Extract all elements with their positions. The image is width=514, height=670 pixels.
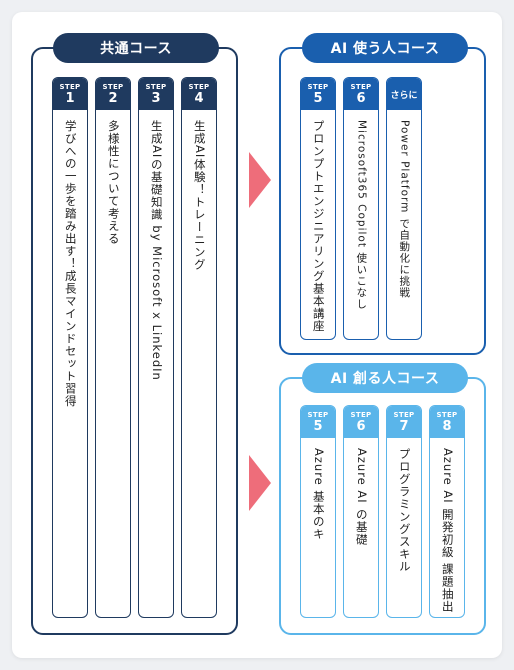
step-card-common-4: STEP 4 生成AI体験！トレーニング [181,77,217,618]
step-label: STEP [145,82,167,91]
step-label: STEP [59,82,81,91]
common-course-title: 共通コース [53,33,219,63]
step-number: 1 [65,90,75,106]
create-course-title: AI 創る人コース [302,363,468,393]
step-number: 5 [313,418,323,434]
step-header: STEP 7 [387,406,421,438]
step-header: さらに [387,78,421,110]
step-title: 生成AIの基礎知識 by Microsoft x LinkedIn [149,120,164,381]
step-card-create-8: STEP 8 Azure AI 開発初級 課題抽出 [429,405,465,618]
step-title: Azure 基本のキ [311,448,326,541]
step-number: 6 [356,90,366,106]
step-title: Power Platform で自動化に挑戦 [398,120,411,299]
step-title: 多様性について考える [106,120,121,245]
step-card-common-1: STEP 1 学びへの一歩を踏み出す！成長マインドセット習得 [52,77,88,618]
step-label: STEP [307,82,329,91]
step-title: プロンプトエンジニアリング基本講座 [311,120,326,333]
step-card-common-3: STEP 3 生成AIの基礎知識 by Microsoft x LinkedIn [138,77,174,618]
step-card-create-6: STEP 6 Azure AI の基礎 [343,405,379,618]
step-title: Azure AI の基礎 [354,448,369,546]
step-number: 8 [442,418,452,434]
step-number: 2 [108,90,118,106]
step-label: STEP [393,410,415,419]
step-title: 学びへの一歩を踏み出す！成長マインドセット習得 [63,120,78,408]
arrow-right-icon [249,455,271,511]
step-title: Azure AI 開発初級 課題抽出 [440,448,455,613]
step-header: STEP 6 [344,78,378,110]
step-header: STEP 5 [301,406,335,438]
step-label: STEP [102,82,124,91]
step-label: STEP [436,410,458,419]
step-header: STEP 3 [139,78,173,110]
step-header: STEP 2 [96,78,130,110]
step-card-create-5: STEP 5 Azure 基本のキ [300,405,336,618]
step-title: 生成AI体験！トレーニング [192,120,207,271]
step-number: 5 [313,90,323,106]
step-card-use-extra: さらに Power Platform で自動化に挑戦 [386,77,422,340]
step-number: 6 [356,418,366,434]
step-card-common-2: STEP 2 多様性について考える [95,77,131,618]
step-number: 4 [194,90,204,106]
step-label: STEP [350,82,372,91]
step-header: STEP 5 [301,78,335,110]
arrow-right-icon [249,152,271,208]
step-card-use-5: STEP 5 プロンプトエンジニアリング基本講座 [300,77,336,340]
step-label: さらに [390,90,418,101]
step-label: STEP [307,410,329,419]
step-label: STEP [188,82,210,91]
step-card-use-6: STEP 6 Microsoft365 Copilot 使いこなし [343,77,379,340]
step-number: 3 [151,90,161,106]
step-title: プログラミングスキル [397,448,412,573]
step-number: 7 [399,418,409,434]
step-card-create-7: STEP 7 プログラミングスキル [386,405,422,618]
step-title: Microsoft365 Copilot 使いこなし [355,120,368,310]
step-header: STEP 4 [182,78,216,110]
step-label: STEP [350,410,372,419]
step-header: STEP 1 [53,78,87,110]
step-header: STEP 8 [430,406,464,438]
step-header: STEP 6 [344,406,378,438]
use-course-title: AI 使う人コース [302,33,468,63]
